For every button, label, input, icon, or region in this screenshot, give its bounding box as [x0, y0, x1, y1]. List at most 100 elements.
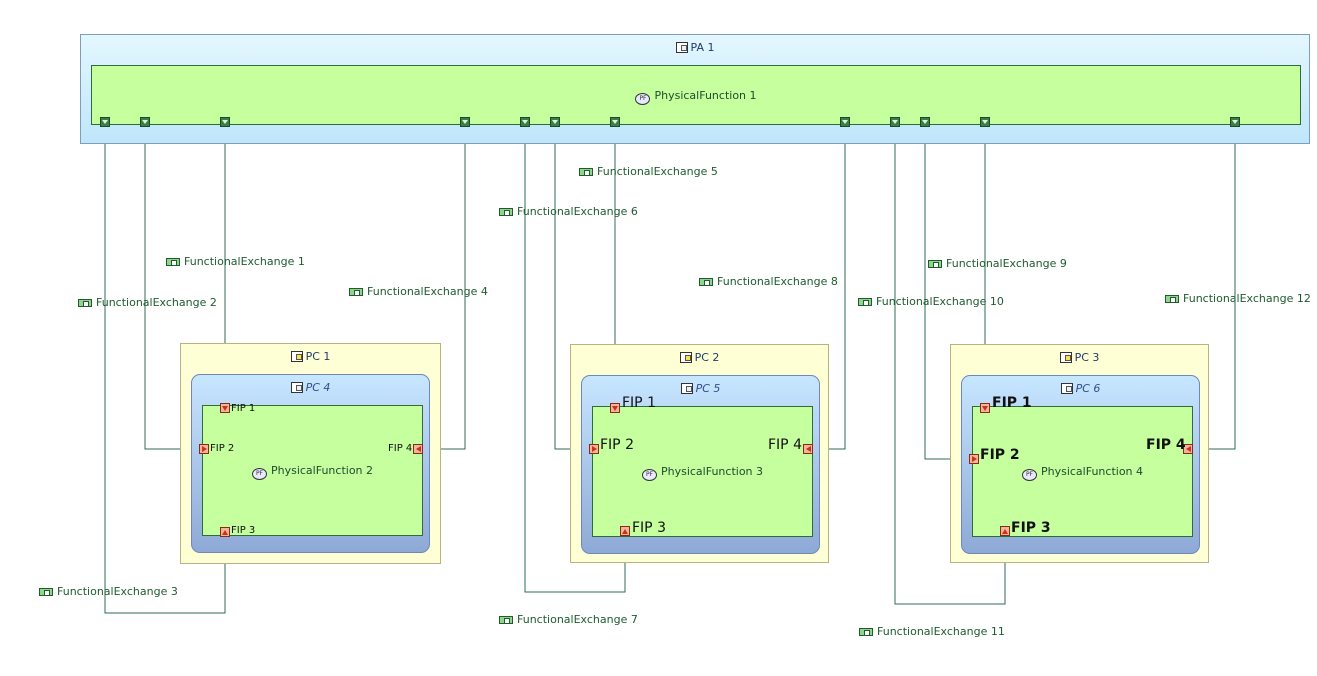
- physical-function-icon: PF: [251, 468, 267, 480]
- out-port-fe8[interactable]: [840, 117, 850, 127]
- in-port-pf2-fip4[interactable]: [413, 444, 423, 454]
- out-port-fe7[interactable]: [520, 117, 530, 127]
- in-port-pf4-fip3[interactable]: [1000, 526, 1010, 536]
- pc1-label: PC 1: [305, 350, 331, 363]
- pc5-title: PC 5: [582, 382, 819, 395]
- exchange-text: FunctionalExchange 4: [367, 285, 488, 298]
- out-port-fe4[interactable]: [460, 117, 470, 127]
- exchange-text: FunctionalExchange 7: [517, 613, 638, 626]
- fip-label: FIP 2: [980, 447, 1020, 463]
- out-port-fe11[interactable]: [890, 117, 900, 127]
- functional-exchange-4-label[interactable]: FunctionalExchange 4: [349, 285, 488, 299]
- exchange-text: FunctionalExchange 2: [96, 296, 217, 309]
- functional-exchange-1-label[interactable]: FunctionalExchange 1: [166, 255, 305, 269]
- pc6-title: PC 6: [962, 382, 1199, 395]
- out-port-fe3[interactable]: [100, 117, 110, 127]
- out-port-fe9[interactable]: [920, 117, 930, 127]
- in-port-pf3-fip4[interactable]: [803, 444, 813, 454]
- out-port-fe6[interactable]: [550, 117, 560, 127]
- in-port-pf3-fip3[interactable]: [620, 526, 630, 536]
- out-port-fe2[interactable]: [140, 117, 150, 127]
- wire-exchange-7[interactable]: [524, 128, 626, 593]
- functional-exchange-icon: [499, 616, 513, 624]
- exchange-text: FunctionalExchange 9: [946, 257, 1067, 270]
- wire-exchange-11[interactable]: [894, 128, 1006, 605]
- physical-function-icon: PF: [1021, 469, 1037, 481]
- functional-exchange-icon: [699, 278, 713, 286]
- in-port-pf3-fip1[interactable]: [610, 403, 620, 413]
- physical-component-icon: [290, 382, 303, 393]
- pc1-title: PC 1: [181, 350, 440, 363]
- physical-function-3-label: PhysicalFunction 3: [660, 465, 764, 478]
- out-port-fe5[interactable]: [610, 117, 620, 127]
- exchange-text: FunctionalExchange 3: [57, 585, 178, 598]
- exchange-text: FunctionalExchange 11: [877, 625, 1005, 638]
- functional-exchange-6-label[interactable]: FunctionalExchange 6: [499, 205, 638, 219]
- functional-exchange-icon: [928, 260, 942, 268]
- in-port-pf2-fip2[interactable]: [199, 444, 209, 454]
- physical-function-2-label: PhysicalFunction 2: [270, 464, 374, 477]
- fip-label: FIP 4: [388, 443, 413, 454]
- physical-component-icon: [1059, 352, 1072, 363]
- fip-label: FIP 3: [231, 525, 256, 536]
- physical-component-icon: [675, 42, 688, 53]
- functional-exchange-9-label[interactable]: FunctionalExchange 9: [928, 257, 1067, 271]
- functional-exchange-11-label[interactable]: FunctionalExchange 11: [859, 625, 1005, 639]
- pc4-label: PC 4: [305, 381, 331, 394]
- functional-exchange-5-label[interactable]: FunctionalExchange 5: [579, 165, 718, 179]
- in-port-pf4-fip4[interactable]: [1183, 444, 1193, 454]
- in-port-pf3-fip2[interactable]: [589, 444, 599, 454]
- exchange-text: FunctionalExchange 12: [1183, 292, 1311, 305]
- fip-label: FIP 3: [1011, 520, 1051, 536]
- out-port-fe10[interactable]: [980, 117, 990, 127]
- physical-function-icon: PF: [635, 93, 651, 105]
- out-port-fe1[interactable]: [220, 117, 230, 127]
- fip-label: FIP 1: [231, 403, 256, 414]
- pc2-title: PC 2: [571, 351, 828, 364]
- pa1-title: PA 1: [81, 41, 1309, 54]
- fip-label: FIP 4: [768, 437, 802, 453]
- exchange-text: FunctionalExchange 6: [517, 205, 638, 218]
- out-port-fe12[interactable]: [1230, 117, 1240, 127]
- physical-component-icon: [290, 351, 303, 362]
- functional-exchange-7-label[interactable]: FunctionalExchange 7: [499, 613, 638, 627]
- functional-exchange-8-label[interactable]: FunctionalExchange 8: [699, 275, 838, 289]
- pc2-label: PC 2: [694, 351, 720, 364]
- pc3-label: PC 3: [1074, 351, 1100, 364]
- exchange-text: FunctionalExchange 8: [717, 275, 838, 288]
- exchange-text: FunctionalExchange 1: [184, 255, 305, 268]
- in-port-pf2-fip1[interactable]: [220, 403, 230, 413]
- fip-label: FIP 1: [622, 395, 656, 411]
- in-port-pf4-fip2[interactable]: [969, 454, 979, 464]
- functional-exchange-icon: [1165, 295, 1179, 303]
- in-port-pf2-fip3[interactable]: [220, 527, 230, 537]
- functional-exchange-icon: [39, 588, 53, 596]
- functional-exchange-icon: [579, 168, 593, 176]
- functional-exchange-2-label[interactable]: FunctionalExchange 2: [78, 296, 217, 310]
- in-port-pf4-fip1[interactable]: [980, 403, 990, 413]
- physical-function-icon: PF: [641, 469, 657, 481]
- fip-label: FIP 2: [600, 437, 634, 453]
- functional-exchange-10-label[interactable]: FunctionalExchange 10: [858, 295, 1004, 309]
- functional-exchange-3-label[interactable]: FunctionalExchange 3: [39, 585, 178, 599]
- pa1-label: PA 1: [690, 41, 715, 54]
- wire-exchange-3[interactable]: [104, 128, 226, 614]
- exchange-text: FunctionalExchange 5: [597, 165, 718, 178]
- functional-exchange-icon: [858, 298, 872, 306]
- functional-exchange-12-label[interactable]: FunctionalExchange 12: [1165, 292, 1311, 306]
- physical-function-4-label: PhysicalFunction 4: [1040, 465, 1144, 478]
